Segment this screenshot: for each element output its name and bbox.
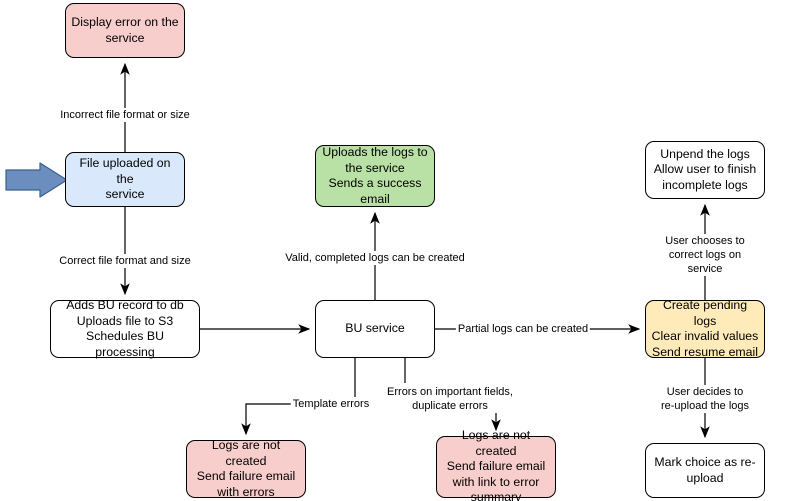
edge-label-user-chooses-to-correct-logs: User chooses to correct logs on service	[657, 234, 753, 276]
edge-label-user-decides-to-re-upload: User decides to re-upload the logs	[657, 385, 753, 413]
node-label: Adds BU record to db Uploads file to S3 …	[66, 298, 184, 359]
node-label: Create pending logs Clear invalid values…	[651, 298, 759, 359]
edge-label-errors-on-important-fields: Errors on important fields, duplicate er…	[385, 385, 515, 413]
edge-label-template-errors: Template errors	[290, 397, 372, 411]
node-display-error[interactable]: Display error on the service	[65, 3, 185, 58]
node-label: Unpend the logs Allow user to finish inc…	[653, 146, 757, 192]
node-adds-bu-record-to-db[interactable]: Adds BU record to db Uploads file to S3 …	[50, 298, 200, 359]
node-label: Mark choice as re- upload	[654, 455, 756, 485]
edge-label-partial-logs-can-be-created: Partial logs can be created	[455, 322, 591, 336]
node-file-uploaded-on-the-service[interactable]: File uploaded on the service	[65, 152, 185, 207]
node-mark-choice-as-re-upload[interactable]: Mark choice as re- upload	[645, 443, 765, 498]
node-label: Display error on the service	[71, 15, 179, 45]
node-uploads-the-logs-to-the-service[interactable]: Uploads the logs to the service Sends a …	[315, 145, 435, 207]
node-unpend-the-logs[interactable]: Unpend the logs Allow user to finish inc…	[645, 141, 765, 199]
node-logs-not-created-with-errors[interactable]: Logs are not created Send failure email …	[186, 438, 306, 499]
edge-label-valid-completed-logs: Valid, completed logs can be created	[283, 251, 467, 265]
node-create-pending-logs[interactable]: Create pending logs Clear invalid values…	[645, 298, 765, 359]
node-label: BU service	[345, 321, 405, 336]
node-label: Uploads the logs to the service Sends a …	[322, 145, 428, 206]
entry-block-arrow	[5, 162, 68, 198]
edge-bu-service-to-template-errors-box	[241, 358, 356, 436]
node-logs-not-created-error-summary[interactable]: Logs are not created Send failure email …	[436, 428, 556, 501]
edge-label-incorrect-file-format: Incorrect file format or size	[58, 108, 192, 122]
node-label: Logs are not created Send failure email …	[446, 428, 546, 501]
node-bu-service[interactable]: BU service	[315, 300, 435, 358]
edge-label-correct-file-format: Correct file format and size	[57, 254, 193, 268]
node-label: Logs are not created Send failure email …	[196, 438, 296, 499]
node-label: File uploaded on the service	[79, 156, 171, 202]
